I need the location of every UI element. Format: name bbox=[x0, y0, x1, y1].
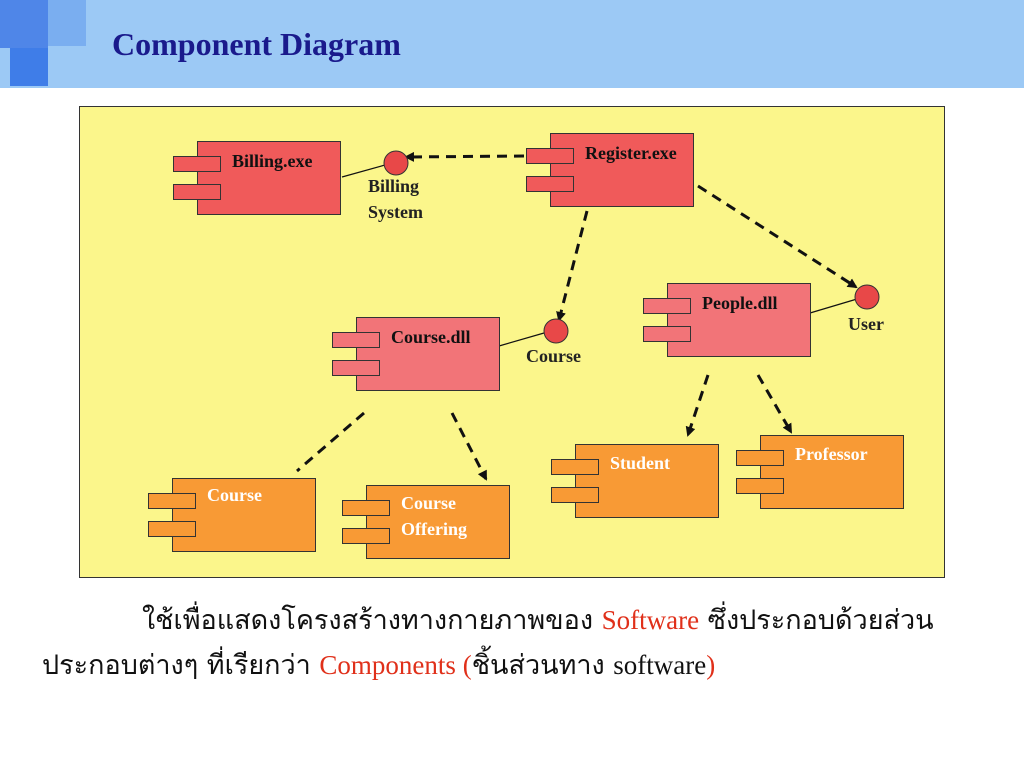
dependency-arrow bbox=[756, 374, 793, 434]
component-course-dll: Course.dll bbox=[332, 317, 500, 391]
component-port bbox=[736, 450, 784, 466]
component-label: Billing.exe bbox=[232, 151, 313, 171]
component-port bbox=[148, 493, 196, 509]
component-port bbox=[173, 184, 221, 200]
realization-line bbox=[498, 332, 545, 347]
description-text: ใช้เพื่อแสดงโครงสร้างทางกายภาพของ Softwa… bbox=[42, 605, 934, 681]
components-highlight: Components bbox=[319, 650, 456, 680]
dependency-arrow bbox=[450, 412, 488, 481]
user-interface bbox=[854, 284, 880, 310]
component-register-exe: Register.exe bbox=[526, 133, 694, 207]
component-course: Course bbox=[148, 478, 316, 552]
component-port bbox=[332, 332, 380, 348]
component-port bbox=[332, 360, 380, 376]
component-port bbox=[526, 176, 574, 192]
header-band bbox=[0, 0, 1024, 88]
component-port bbox=[173, 156, 221, 172]
billing-system-interface bbox=[383, 150, 409, 176]
decor-square bbox=[10, 48, 48, 86]
component-label: Student bbox=[610, 453, 671, 473]
component-label: Course Offering bbox=[401, 493, 467, 539]
component-label: Register.exe bbox=[585, 143, 677, 163]
dependency-arrow bbox=[697, 184, 858, 289]
diagram-connectors bbox=[296, 150, 880, 481]
component-port bbox=[526, 148, 574, 164]
page-title: Component Diagram bbox=[112, 26, 401, 62]
component-diagram: Billing.exe Billing System Register.exe … bbox=[79, 106, 945, 578]
dependency-arrow bbox=[556, 210, 589, 322]
component-billing-exe: Billing.exe bbox=[173, 141, 341, 215]
dependency-line bbox=[296, 411, 365, 473]
realization-line bbox=[341, 164, 386, 178]
component-people-dll: People.dll bbox=[643, 283, 811, 357]
user-interface-label: User bbox=[848, 314, 884, 334]
decor-square bbox=[0, 0, 48, 48]
dependency-arrow bbox=[404, 151, 525, 162]
component-label: People.dll bbox=[702, 293, 778, 313]
component-port bbox=[342, 528, 390, 544]
component-port bbox=[643, 326, 691, 342]
component-port bbox=[736, 478, 784, 494]
component-port bbox=[148, 521, 196, 537]
component-professor: Professor bbox=[736, 435, 904, 509]
component-port bbox=[551, 459, 599, 475]
billing-system-label: Billing System bbox=[368, 176, 423, 222]
decor-square bbox=[48, 0, 86, 46]
course-interface bbox=[543, 318, 569, 344]
software-highlight: Software bbox=[601, 605, 700, 635]
component-label: Professor bbox=[795, 444, 868, 464]
component-course-offering: Course Offering bbox=[342, 485, 510, 559]
component-label: Course bbox=[207, 485, 262, 505]
realization-line bbox=[809, 298, 858, 314]
component-port bbox=[551, 487, 599, 503]
component-port bbox=[342, 500, 390, 516]
component-port bbox=[643, 298, 691, 314]
component-student: Student bbox=[551, 444, 719, 518]
course-interface-label: Course bbox=[526, 346, 581, 366]
component-label: Course.dll bbox=[391, 327, 471, 347]
dependency-arrow bbox=[685, 374, 710, 437]
